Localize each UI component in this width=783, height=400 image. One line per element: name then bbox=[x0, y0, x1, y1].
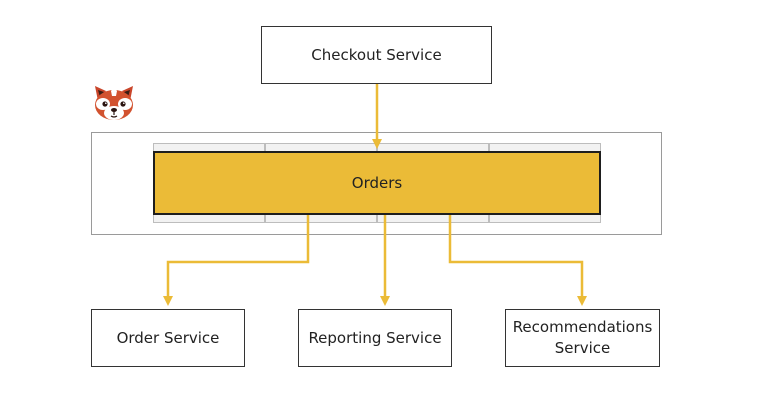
recommendations-service-box: Recommendations Service bbox=[505, 309, 660, 367]
order-service-label: Order Service bbox=[116, 328, 220, 347]
order-service-box: Order Service bbox=[91, 309, 245, 367]
recommendations-service-label: Recommendations Service bbox=[512, 318, 653, 357]
orders-topic: Orders bbox=[153, 151, 601, 215]
red-panda-icon bbox=[89, 82, 139, 124]
checkout-service-label: Checkout Service bbox=[311, 45, 442, 64]
orders-topic-label: Orders bbox=[351, 174, 403, 192]
reporting-service-box: Reporting Service bbox=[298, 309, 452, 367]
reporting-service-label: Reporting Service bbox=[308, 328, 442, 347]
checkout-service-box: Checkout Service bbox=[261, 26, 492, 84]
